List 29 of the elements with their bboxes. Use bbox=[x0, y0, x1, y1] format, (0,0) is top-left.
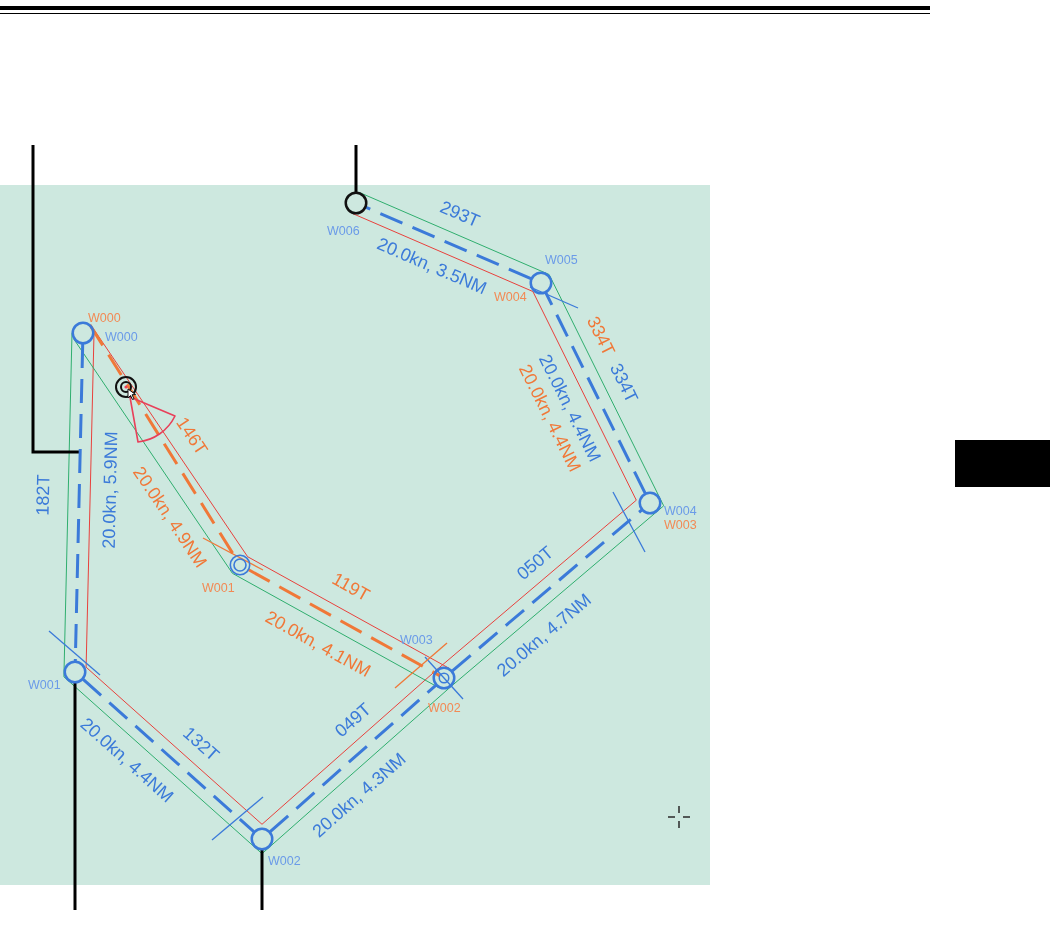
speed-distance-label: 20.0kn, 5.9NM bbox=[99, 431, 121, 549]
route-line bbox=[451, 508, 643, 673]
waypoint-label: W003 bbox=[400, 634, 433, 647]
route-line bbox=[247, 568, 441, 677]
course-label: 293T bbox=[437, 197, 483, 231]
route-line bbox=[365, 206, 532, 280]
waypoint-label: W000 bbox=[88, 312, 121, 325]
course-label: 334T bbox=[606, 360, 642, 406]
course-label: 119T bbox=[329, 569, 373, 605]
waypoint-label: W004 bbox=[664, 505, 697, 518]
waypoint-label: W001 bbox=[28, 679, 61, 692]
waypoint-label: W001 bbox=[202, 582, 235, 595]
leader-line bbox=[73, 683, 77, 910]
waypoint-label: W006 bbox=[327, 225, 360, 238]
waypoint-label: W000 bbox=[105, 331, 138, 344]
route-line bbox=[82, 678, 255, 833]
route-line bbox=[73, 343, 85, 662]
route-line bbox=[544, 292, 647, 494]
waypoint-label: W002 bbox=[428, 702, 461, 715]
leader-line bbox=[260, 850, 264, 910]
route-line bbox=[269, 684, 437, 833]
waypoint-label: W004 bbox=[494, 291, 527, 304]
leader-line bbox=[354, 145, 358, 192]
chapter-tab bbox=[955, 440, 1050, 487]
course-label: 182T bbox=[33, 474, 53, 516]
course-label: 334T bbox=[583, 313, 619, 359]
waypoint-label: W005 bbox=[545, 254, 578, 267]
waypoint-label: W002 bbox=[268, 855, 301, 868]
waypoint-label: W003 bbox=[664, 519, 697, 532]
